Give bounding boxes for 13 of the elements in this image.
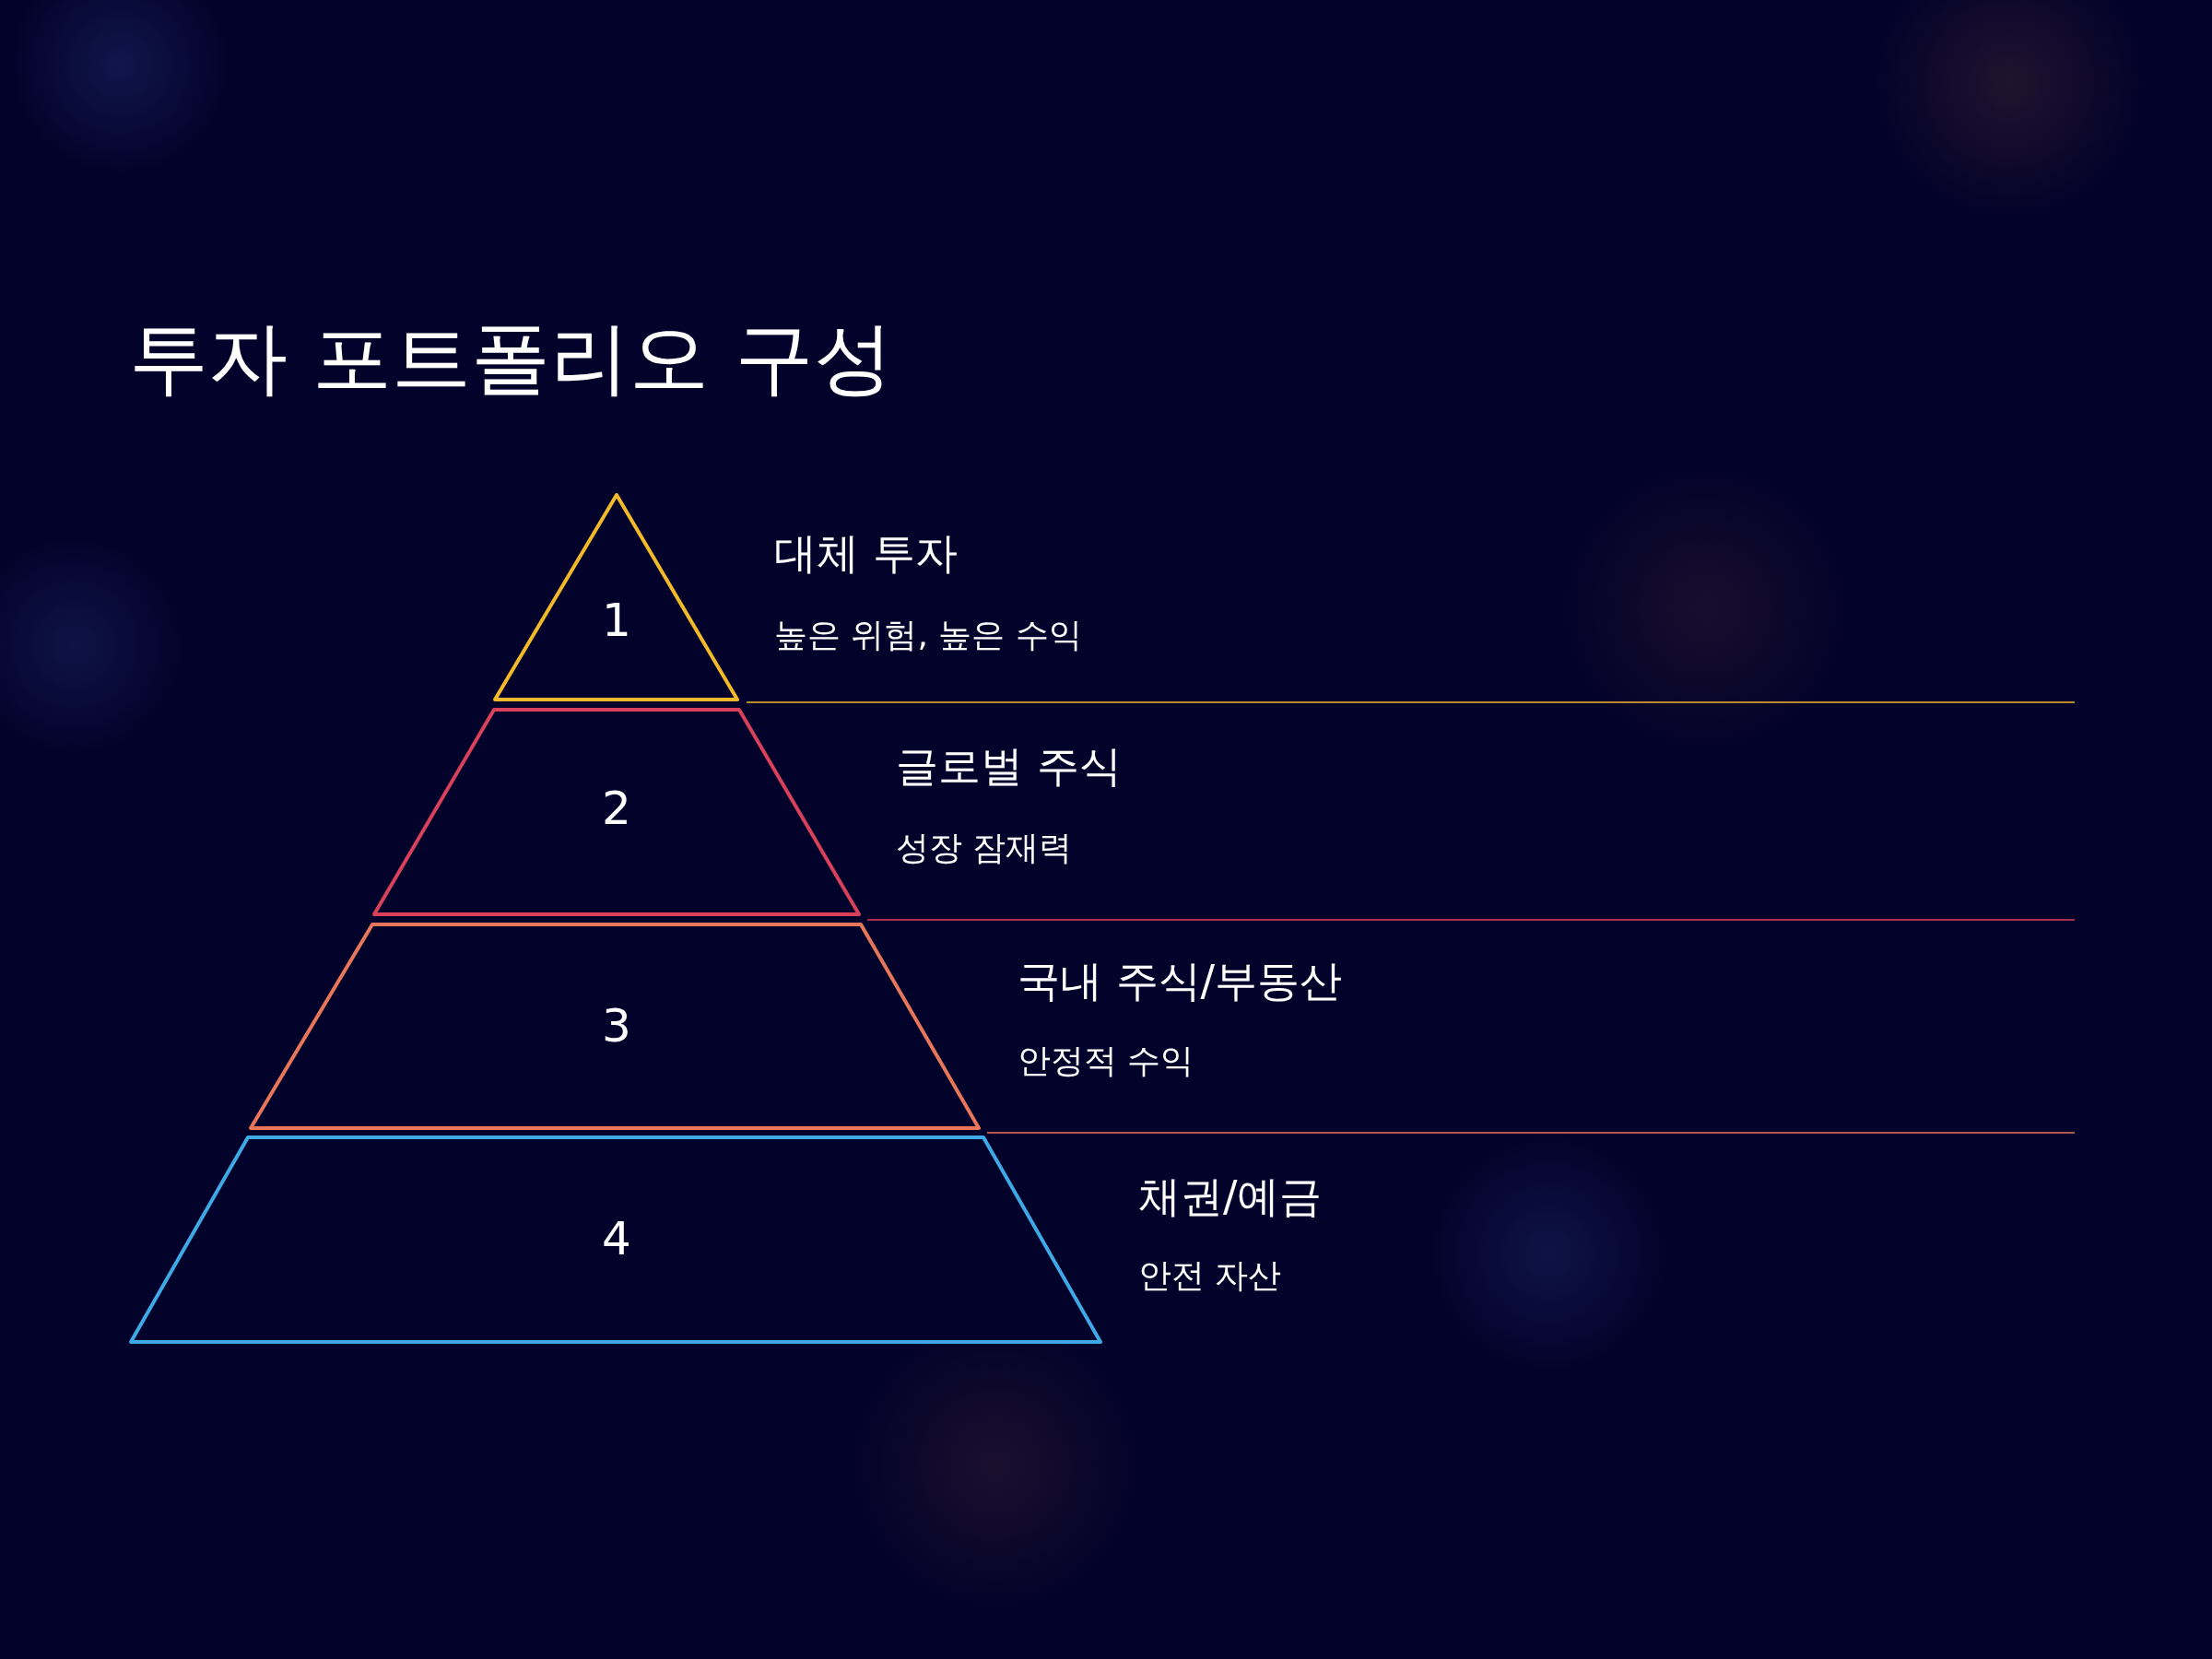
tier-description: 안정적 수익 (1018, 1044, 1194, 1077)
tier-description: 성장 잠재력 (896, 831, 1073, 865)
tier-description: 높은 위험, 높은 수익 (774, 618, 1082, 652)
tier-number: 4 (602, 1216, 631, 1262)
tier-number: 3 (602, 1003, 631, 1049)
tier-number: 1 (602, 597, 631, 643)
title: 투자 포트폴리오 구성 (129, 318, 893, 397)
tier-heading: 채권/예금 (1138, 1175, 1323, 1218)
tier-heading: 대체 투자 (774, 532, 958, 574)
tier-heading: 글로벌 주식 (896, 745, 1122, 787)
tier-heading: 국내 주식/부동산 (1018, 959, 1343, 1002)
tier-description: 안전 자산 (1138, 1259, 1282, 1292)
tier-number: 2 (602, 785, 631, 831)
